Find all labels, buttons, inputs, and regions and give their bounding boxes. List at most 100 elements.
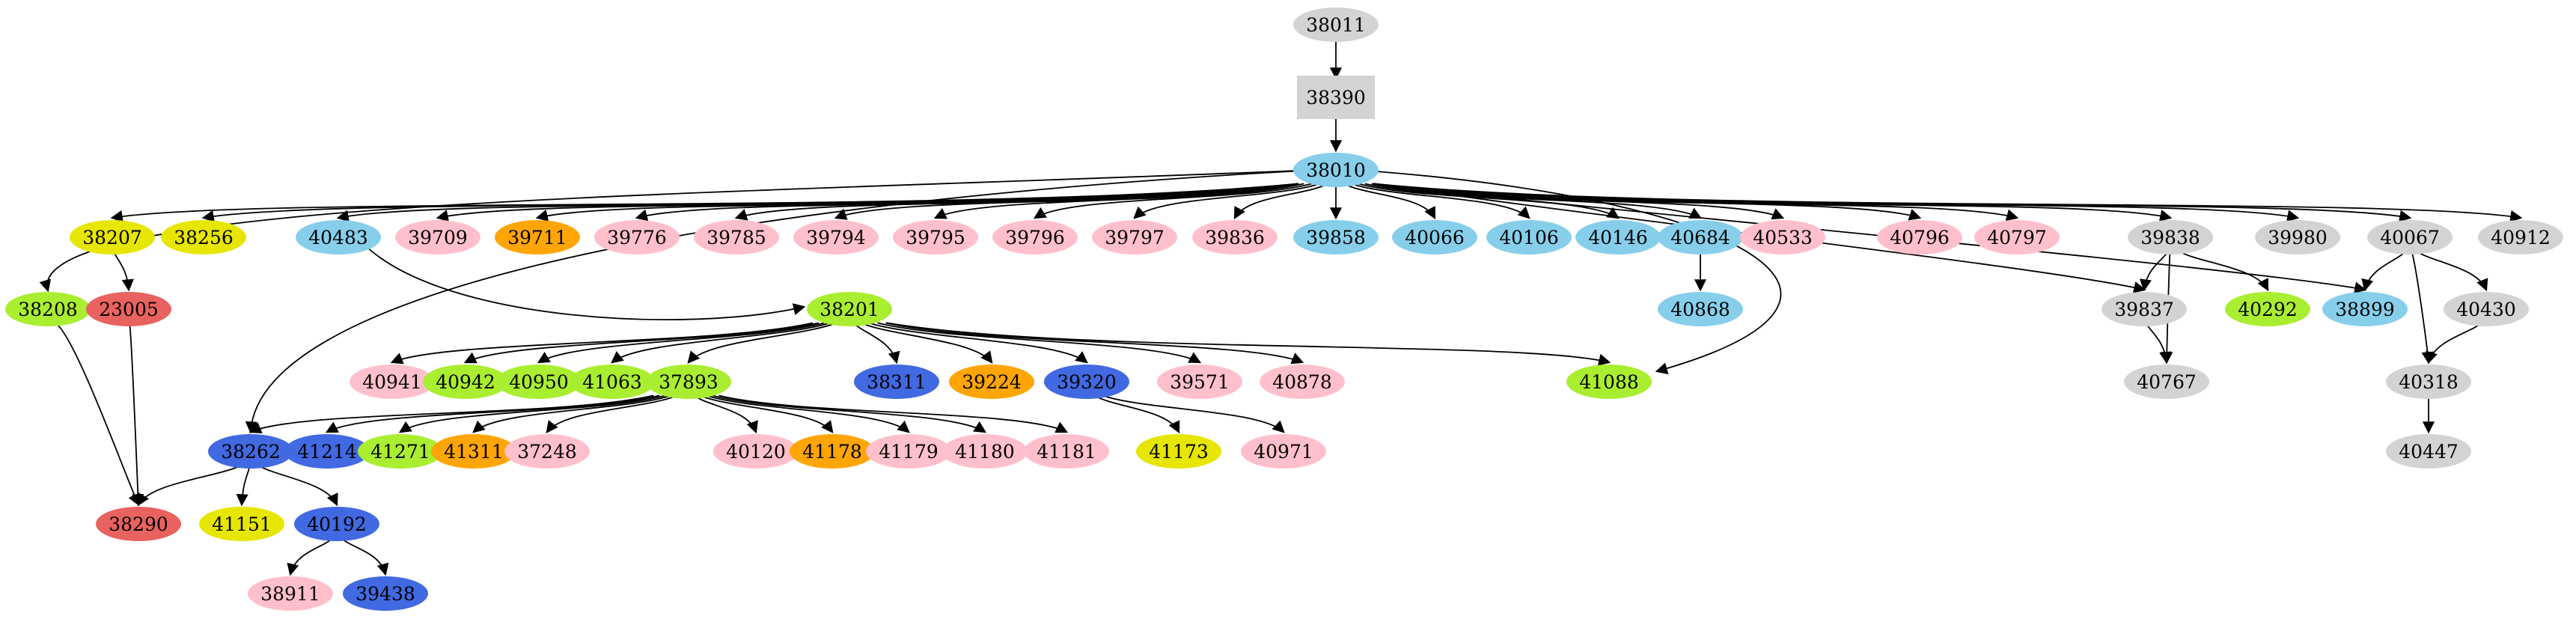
graph-edge-38010-39838 [1373, 183, 2173, 222]
graph-node-23005: 23005 [86, 292, 171, 326]
graph-edge-38010-39836 [1233, 183, 1328, 220]
graph-node-40767: 40767 [2124, 365, 2209, 399]
node-label: 38207 [82, 227, 142, 248]
graph-edge-37893-41271 [398, 394, 666, 433]
node-label: 40318 [2399, 371, 2459, 393]
graph-node-39571: 39571 [1157, 365, 1242, 399]
graph-node-38899: 38899 [2322, 292, 2408, 326]
graph-node-39858: 39858 [1293, 220, 1379, 254]
node-label: 41173 [1149, 441, 1209, 463]
graph-edge-40067-38899 [2361, 250, 2407, 292]
node-ellipse [2367, 220, 2453, 254]
graph-edge-38010-40912 [1373, 183, 2523, 222]
node-ellipse [1136, 434, 1221, 469]
node-ellipse [1974, 220, 2060, 254]
graph-node-38311: 38311 [854, 365, 939, 399]
graph-node-37248: 37248 [504, 434, 590, 469]
graph-edge-39320-40971 [1102, 394, 1285, 433]
node-ellipse [86, 292, 171, 326]
graph-node-41181: 41181 [1024, 434, 1109, 469]
graph-node-40106: 40106 [1486, 220, 1572, 254]
node-label: 39224 [962, 371, 1022, 393]
graph-node-41180: 41180 [942, 434, 1028, 469]
node-label: 40797 [1987, 227, 2047, 248]
node-label: 39837 [2114, 299, 2174, 320]
graph-node-39796: 39796 [992, 220, 1078, 254]
node-label: 38390 [1306, 87, 1366, 109]
graph-edge-38201-41063 [611, 322, 831, 364]
node-ellipse [1566, 365, 1652, 399]
node-label: 40106 [1499, 227, 1559, 248]
graph-node-40120: 40120 [713, 434, 799, 469]
graph-edge-40483-38201 [366, 246, 806, 320]
node-ellipse [423, 365, 508, 399]
graph-node-39320: 39320 [1044, 365, 1129, 399]
node-label: 39838 [2140, 227, 2200, 248]
node-label: 41151 [212, 513, 272, 535]
node-ellipse [1392, 220, 1477, 254]
node-ellipse [790, 434, 875, 469]
node-label: 40796 [1890, 227, 1950, 248]
graph-node-40797: 40797 [1974, 220, 2060, 254]
node-ellipse [199, 507, 284, 541]
node-ellipse [208, 434, 293, 469]
graph-node-40533: 40533 [1740, 220, 1825, 254]
graph-node-38290: 38290 [96, 507, 181, 541]
node-ellipse [2225, 292, 2310, 326]
graph-node-37893: 37893 [646, 365, 731, 399]
graph-node-40318: 40318 [2386, 365, 2471, 399]
node-ellipse [161, 220, 246, 254]
graph-edge-38010-40066 [1343, 183, 1436, 220]
graph-node-40430: 40430 [2444, 292, 2529, 326]
node-ellipse [496, 365, 582, 399]
graph-edge-37893-41178 [700, 394, 834, 433]
node-label: 37893 [659, 371, 718, 393]
node-label: 39796 [1005, 227, 1065, 248]
node-label: 40941 [362, 371, 422, 393]
graph-edge-38201-40942 [463, 322, 820, 364]
node-label: 40066 [1405, 227, 1465, 248]
node-ellipse [2386, 365, 2471, 399]
node-label: 41178 [802, 441, 862, 463]
node-ellipse [358, 434, 443, 469]
node-ellipse [893, 220, 978, 254]
graph-edge-38010-41088 [1372, 170, 1782, 375]
node-ellipse [96, 507, 181, 541]
node-ellipse [992, 220, 1078, 254]
node-label: 38011 [1306, 14, 1366, 36]
graph-node-39224: 39224 [949, 365, 1034, 399]
node-label: 40767 [2137, 371, 2197, 393]
graph-edge-38201-39571 [877, 322, 1202, 364]
node-label: 39980 [2268, 227, 2328, 248]
graph-edge-38010-39796 [1033, 183, 1313, 219]
node-label: 39709 [408, 227, 468, 248]
node-ellipse [2444, 292, 2529, 326]
graph-node-38256: 38256 [161, 220, 246, 254]
node-label: 41214 [297, 441, 357, 463]
node-label: 38899 [2335, 299, 2395, 320]
node-ellipse [1024, 434, 1109, 469]
node-ellipse [1658, 220, 1743, 254]
graph-node-41173: 41173 [1136, 434, 1221, 469]
graph-edge-40192-39438 [340, 537, 389, 576]
graph-edge-38010-39797 [1133, 183, 1320, 219]
node-label: 39858 [1306, 227, 1366, 248]
node-ellipse [1293, 220, 1379, 254]
node-ellipse [504, 434, 590, 469]
node-ellipse [2128, 220, 2213, 254]
node-ellipse [350, 365, 435, 399]
graph-node-39838: 39838 [2128, 220, 2213, 254]
graph-node-39795: 39795 [893, 220, 978, 254]
node-ellipse [2124, 365, 2209, 399]
graph-node-40971: 40971 [1241, 434, 1326, 469]
node-label: 40447 [2399, 441, 2459, 463]
node-ellipse [793, 220, 879, 254]
graph-edge-38201-40941 [390, 322, 814, 365]
graph-edge-39838-40292 [2177, 250, 2269, 292]
node-ellipse [594, 220, 680, 254]
graph-node-40146: 40146 [1575, 220, 1661, 254]
graph-node-39709: 39709 [395, 220, 480, 254]
node-label: 40971 [1254, 441, 1313, 463]
